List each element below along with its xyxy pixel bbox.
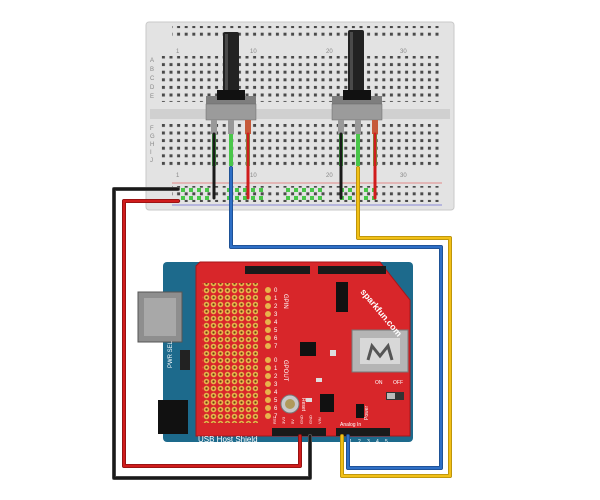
wire-black-ground-core [112, 187, 312, 480]
gpout-digit: 3 [274, 382, 278, 388]
gpout-label: GPOUT [282, 360, 288, 382]
analog-pin-2: 2 [358, 439, 361, 445]
shield-title: USB Host Shield [198, 435, 258, 444]
pin-label-gnd: GND [299, 415, 304, 424]
gpout-digit: 0 [274, 358, 278, 364]
switch-on-label: ON [375, 380, 383, 386]
row-letter-e: E [150, 94, 154, 100]
max3421e-chip [336, 282, 348, 312]
column-number-30: 30 [400, 49, 407, 55]
analog-pin-5: 5 [385, 439, 388, 445]
digital-header-1 [245, 266, 310, 274]
breadboard: A B C D E F G H I J 1 10 20 30 1 10 20 3… [145, 21, 455, 211]
analog-in-label: Analog In [340, 422, 361, 428]
potentiometer-right[interactable] [331, 30, 383, 134]
terminal-strip-top [158, 56, 442, 102]
gpout-digit: 7 [274, 414, 278, 420]
power-header [272, 428, 326, 436]
row-letter-a: A [150, 58, 154, 64]
pin-label-rst: RST [272, 415, 277, 424]
pwr-sel-label: PWR SEL [168, 340, 174, 368]
analog-header [336, 428, 390, 436]
gpin-digit: 5 [274, 328, 278, 334]
row-letter-j: J [150, 158, 153, 164]
analog-pin-3: 3 [367, 439, 370, 445]
gpin-label: GPIN [282, 294, 288, 309]
ic-chip-regulator [320, 394, 334, 412]
gpout-digit: 2 [274, 374, 278, 380]
gpin-digit: 7 [274, 344, 278, 350]
row-letter-d: D [150, 85, 155, 91]
column-number-30-bottom: 30 [400, 173, 407, 179]
row-letter-c: C [150, 76, 155, 82]
gpout-digit: 6 [274, 406, 278, 412]
analog-pin-1: 1 [349, 439, 352, 445]
ic-chip-small [300, 342, 316, 356]
reset-label: Reset [300, 398, 306, 412]
pin-label-gnd: GND [308, 415, 313, 424]
pin-label-3v3: 3V3 [281, 416, 286, 424]
gpin-digit: 6 [274, 336, 278, 342]
gpin-digit: 3 [274, 312, 278, 318]
power-jack [158, 400, 188, 434]
gpin-digit: 4 [274, 320, 278, 326]
column-number-1: 1 [176, 49, 180, 55]
proto-area [202, 283, 258, 423]
column-number-20-bottom: 20 [326, 173, 333, 179]
row-letter-g: G [150, 134, 155, 140]
pin-label-vin: VIN [317, 417, 322, 424]
potentiometer-left[interactable] [205, 32, 257, 134]
pin-label-5v: 5V [290, 419, 295, 424]
terminal-strip-bottom [158, 124, 442, 166]
wire-red-power-core [122, 199, 302, 468]
center-channel [150, 109, 450, 119]
gpout-digit: 4 [274, 390, 278, 396]
column-number-10: 10 [250, 49, 257, 55]
wire-blue-signal-core [229, 166, 443, 470]
analog-pin-4: 4 [376, 439, 379, 445]
column-number-1-bottom: 1 [176, 173, 180, 179]
row-letter-h: H [150, 142, 154, 148]
row-letter-b: B [150, 67, 154, 73]
gpin-digit: 1 [274, 296, 278, 302]
digital-header-2 [318, 266, 386, 274]
gpout-digit: 1 [274, 366, 278, 372]
gpin-digit: 0 [274, 288, 278, 294]
gpin-digit: 2 [274, 304, 278, 310]
usb-host-shield: 0 1 2 3 4 5 6 7 0 1 2 3 4 5 6 7 GPIN GPO… [195, 261, 411, 445]
column-number-10-bottom: 10 [250, 173, 257, 179]
column-number-20: 20 [326, 49, 333, 55]
wire-yellow-signal-core [340, 166, 452, 478]
power-label: Power [364, 405, 370, 420]
row-letter-f: F [150, 126, 154, 132]
gpout-digit: 5 [274, 398, 278, 404]
switch-off-label: OFF [393, 380, 403, 386]
row-letter-i: I [150, 150, 152, 156]
top-power-rail [172, 26, 442, 40]
